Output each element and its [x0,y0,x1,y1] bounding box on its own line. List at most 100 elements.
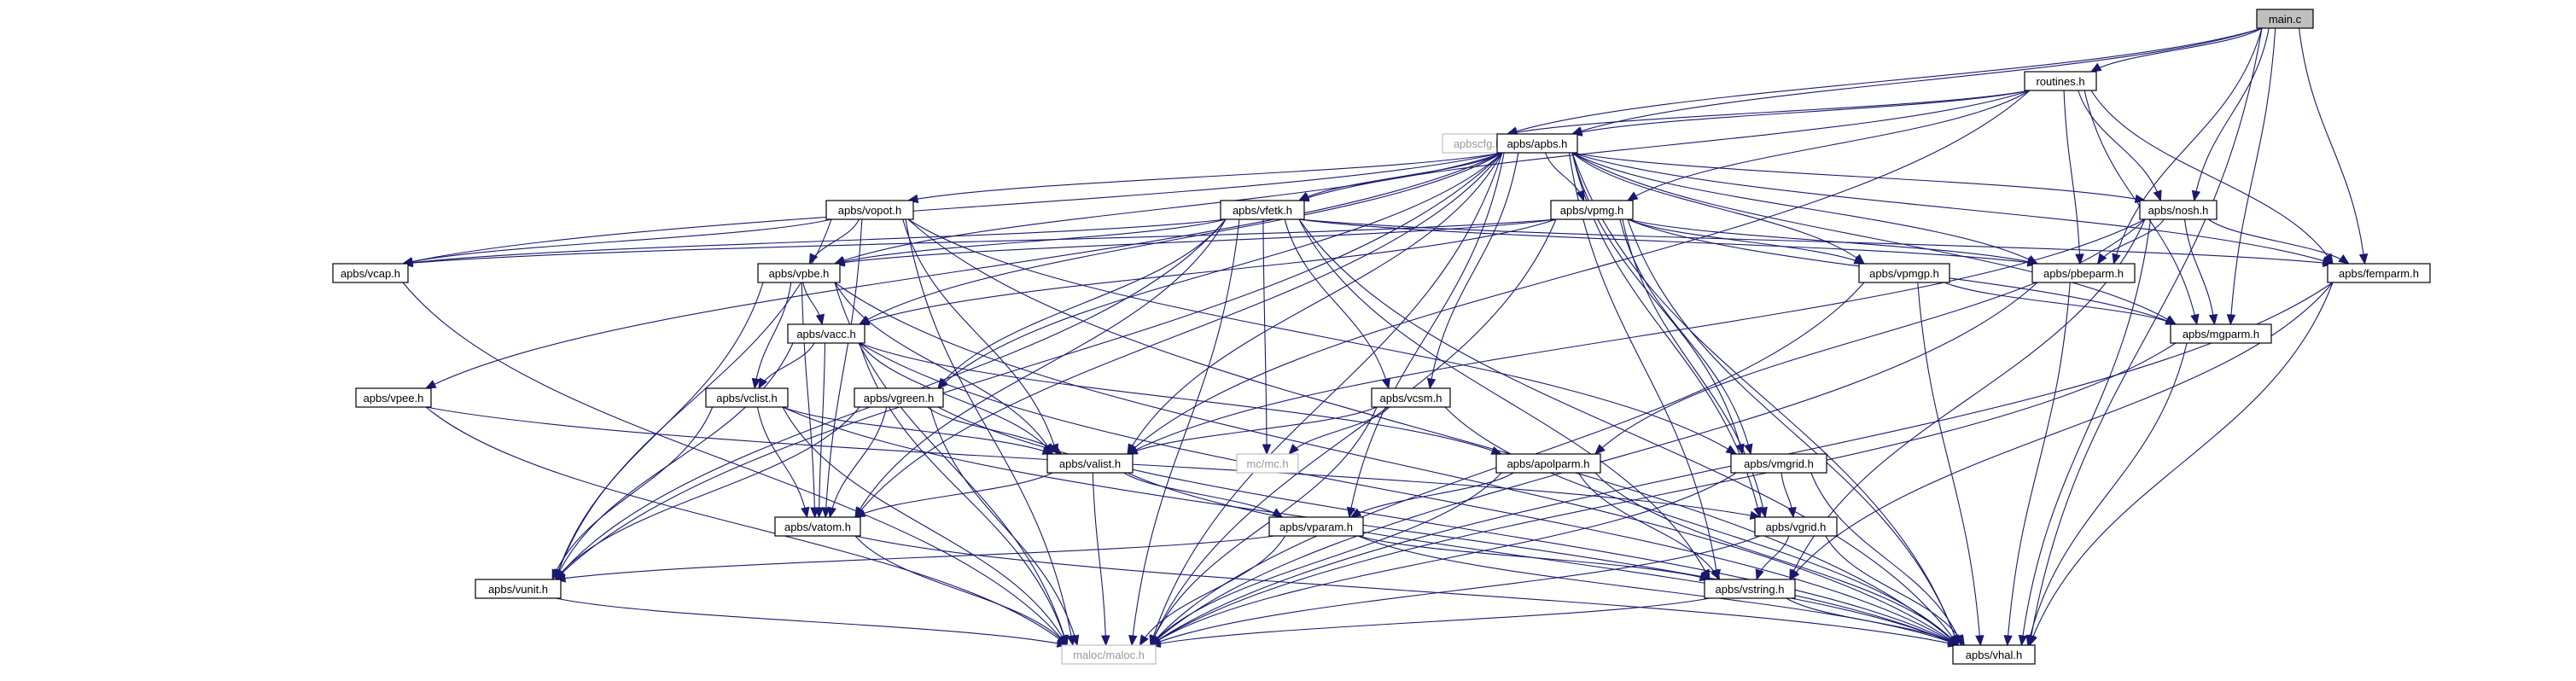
arrowhead-vopot-to-vmgrid [1725,445,1738,455]
node-box-routines [2024,71,2097,91]
node-vpmgp[interactable]: apbs/vpmgp.h [1858,263,1950,283]
arrowhead-vgreen-to-valist [1051,444,1063,455]
node-mgparm[interactable]: apbs/mgparm.h [2170,323,2272,344]
arrowhead-vstring-to-vhal [1947,636,1960,646]
node-box-vcsm [1371,387,1451,408]
node-femparm[interactable]: apbs/femparm.h [2327,263,2431,283]
edge-vgreen-to-maloc [930,406,1078,646]
node-vfetk[interactable]: apbs/vfetk.h [1220,200,1305,220]
node-vstring[interactable]: apbs/vstring.h [1704,579,1796,599]
edge-vfetk-to-mcmc [1262,218,1268,455]
edge-vmgrid-to-vhal [1810,472,1962,646]
node-box-femparm [2327,263,2431,283]
edge-vpmg-to-vpmgp [1627,218,1865,265]
edge-vpmgp-to-vhal [1917,282,1981,646]
edge-vacc-to-vunit [555,342,794,580]
edge-main-to-apbscfg [1507,27,2263,135]
edge-nosh-to-mgparm [2183,218,2216,325]
node-vgrid[interactable]: apbs/vgrid.h [1754,516,1838,537]
edge-vgreen-to-valist [927,406,1062,455]
edge-vpbe-to-valist [834,282,1053,455]
node-label-vhal: apbs/vhal.h [1966,649,2023,661]
edge-apbs-to-vunit [555,152,1503,580]
node-apbs[interactable]: apbs/apbs.h [1496,133,1578,154]
edge-main-to-femparm [2298,27,2366,265]
node-vpmg[interactable]: apbs/vpmg.h [1550,200,1634,220]
arrowhead-main-to-femparm [2358,253,2369,265]
node-label-vparam: apbs/vparam.h [1279,521,1353,533]
arrowhead-nosh-to-apolparm [1594,444,1606,455]
edge-main-to-nosh [2194,27,2270,201]
node-box-apbs [1496,133,1578,154]
edge-mgparm-to-maloc [1150,342,2177,646]
node-vparam[interactable]: apbs/vparam.h [1268,516,1364,537]
edge-apbs-to-vhal [1571,152,1959,646]
node-nosh[interactable]: apbs/nosh.h [2139,200,2218,220]
arrowhead-vgreen-to-vatom [827,506,836,519]
node-box-vmgrid [1730,453,1827,474]
edge-apbs-to-valist [1127,152,1503,455]
edge-vcsm-to-mcmc [1288,406,1390,455]
edge-vfetk-to-vcap [402,218,1227,265]
node-vhal[interactable]: apbs/vhal.h [1952,644,2036,665]
node-label-vgreen: apbs/vgreen.h [864,392,934,405]
edge-vpbe-to-vhal [834,282,1959,646]
node-vatom[interactable]: apbs/vatom.h [774,516,861,537]
node-apolparm[interactable]: apbs/apolparm.h [1495,453,1601,474]
edge-mgparm-to-vhal [2027,342,2188,646]
arrowhead-apolparm-to-vstring [1711,568,1721,581]
node-vgreen[interactable]: apbs/vgreen.h [854,387,944,408]
node-vacc[interactable]: apbs/vacc.h [787,323,865,344]
node-box-vhal [1952,644,2036,665]
node-label-vatom: apbs/vatom.h [784,521,851,533]
edge-vpbe-to-vclist [754,282,792,389]
node-label-vpee: apbs/vpee.h [364,392,424,405]
edge-apbs-to-vacc [859,152,1503,325]
edge-valist-to-vparam [1123,472,1283,518]
node-pbeparm[interactable]: apbs/pbeparm.h [2031,263,2136,283]
edge-apolparm-to-vparam [1350,472,1514,518]
edge-vopot-to-vhal [907,218,1959,646]
arrowhead-vcsm-to-mcmc [1288,444,1299,455]
edge-vpmg-to-vacc [859,218,1557,325]
edge-apbs-to-vparam [1349,152,1505,518]
node-label-vunit: apbs/vunit.h [488,583,548,596]
arrowhead-vfetk-to-mcmc [1262,444,1272,456]
node-label-vcap: apbs/vcap.h [341,267,400,280]
node-label-vpmg: apbs/vpmg.h [1560,204,1623,217]
edge-vopot-to-vcap [402,218,832,265]
node-vcsm[interactable]: apbs/vcsm.h [1371,387,1451,408]
node-box-nosh [2139,200,2218,220]
node-vpbe[interactable]: apbs/vpbe.h [757,263,841,283]
node-box-valist [1046,453,1134,474]
edge-nosh-to-femparm [2207,218,2350,265]
edge-vpmg-to-maloc [1150,218,1557,646]
edge-apolparm-to-vstring [1577,472,1721,580]
node-routines[interactable]: routines.h [2024,71,2097,91]
edge-vparam-to-maloc [1139,535,1286,646]
node-valist[interactable]: apbs/valist.h [1046,453,1134,474]
arrowhead-nosh-to-pbeparm [2096,253,2107,265]
edge-vpmg-to-vhal [1627,218,1959,646]
edge-vpmg-to-vpbe [834,218,1557,265]
node-vclist[interactable]: apbs/vclist.h [705,387,789,408]
arrowhead-vacc-to-vatom [814,507,824,519]
node-vmgrid[interactable]: apbs/vmgrid.h [1730,453,1827,474]
arrowhead-main-to-pbeparm [2112,253,2121,265]
edge-main-to-mgparm [2229,27,2276,325]
node-vpee[interactable]: apbs/vpee.h [355,387,432,408]
node-box-vpmgp [1858,263,1950,283]
node-main: main.c [2256,9,2314,29]
node-vcap[interactable]: apbs/vcap.h [332,263,409,283]
edge-vpbe-to-vunit [555,282,764,580]
node-box-mcmc [1236,453,1299,474]
node-vunit[interactable]: apbs/vunit.h [475,579,562,599]
edge-pbeparm-to-vhal [2007,282,2071,646]
edge-vpmg-to-vmgrid [1619,218,1751,455]
edge-routines-to-valist [1127,90,2031,455]
arrowhead-pbeparm-to-vhal [2003,635,2013,647]
arrowhead-vpmg-to-vmgrid [1744,443,1753,456]
node-vopot[interactable]: apbs/vopot.h [825,200,914,220]
node-label-nosh: apbs/nosh.h [2148,204,2209,217]
